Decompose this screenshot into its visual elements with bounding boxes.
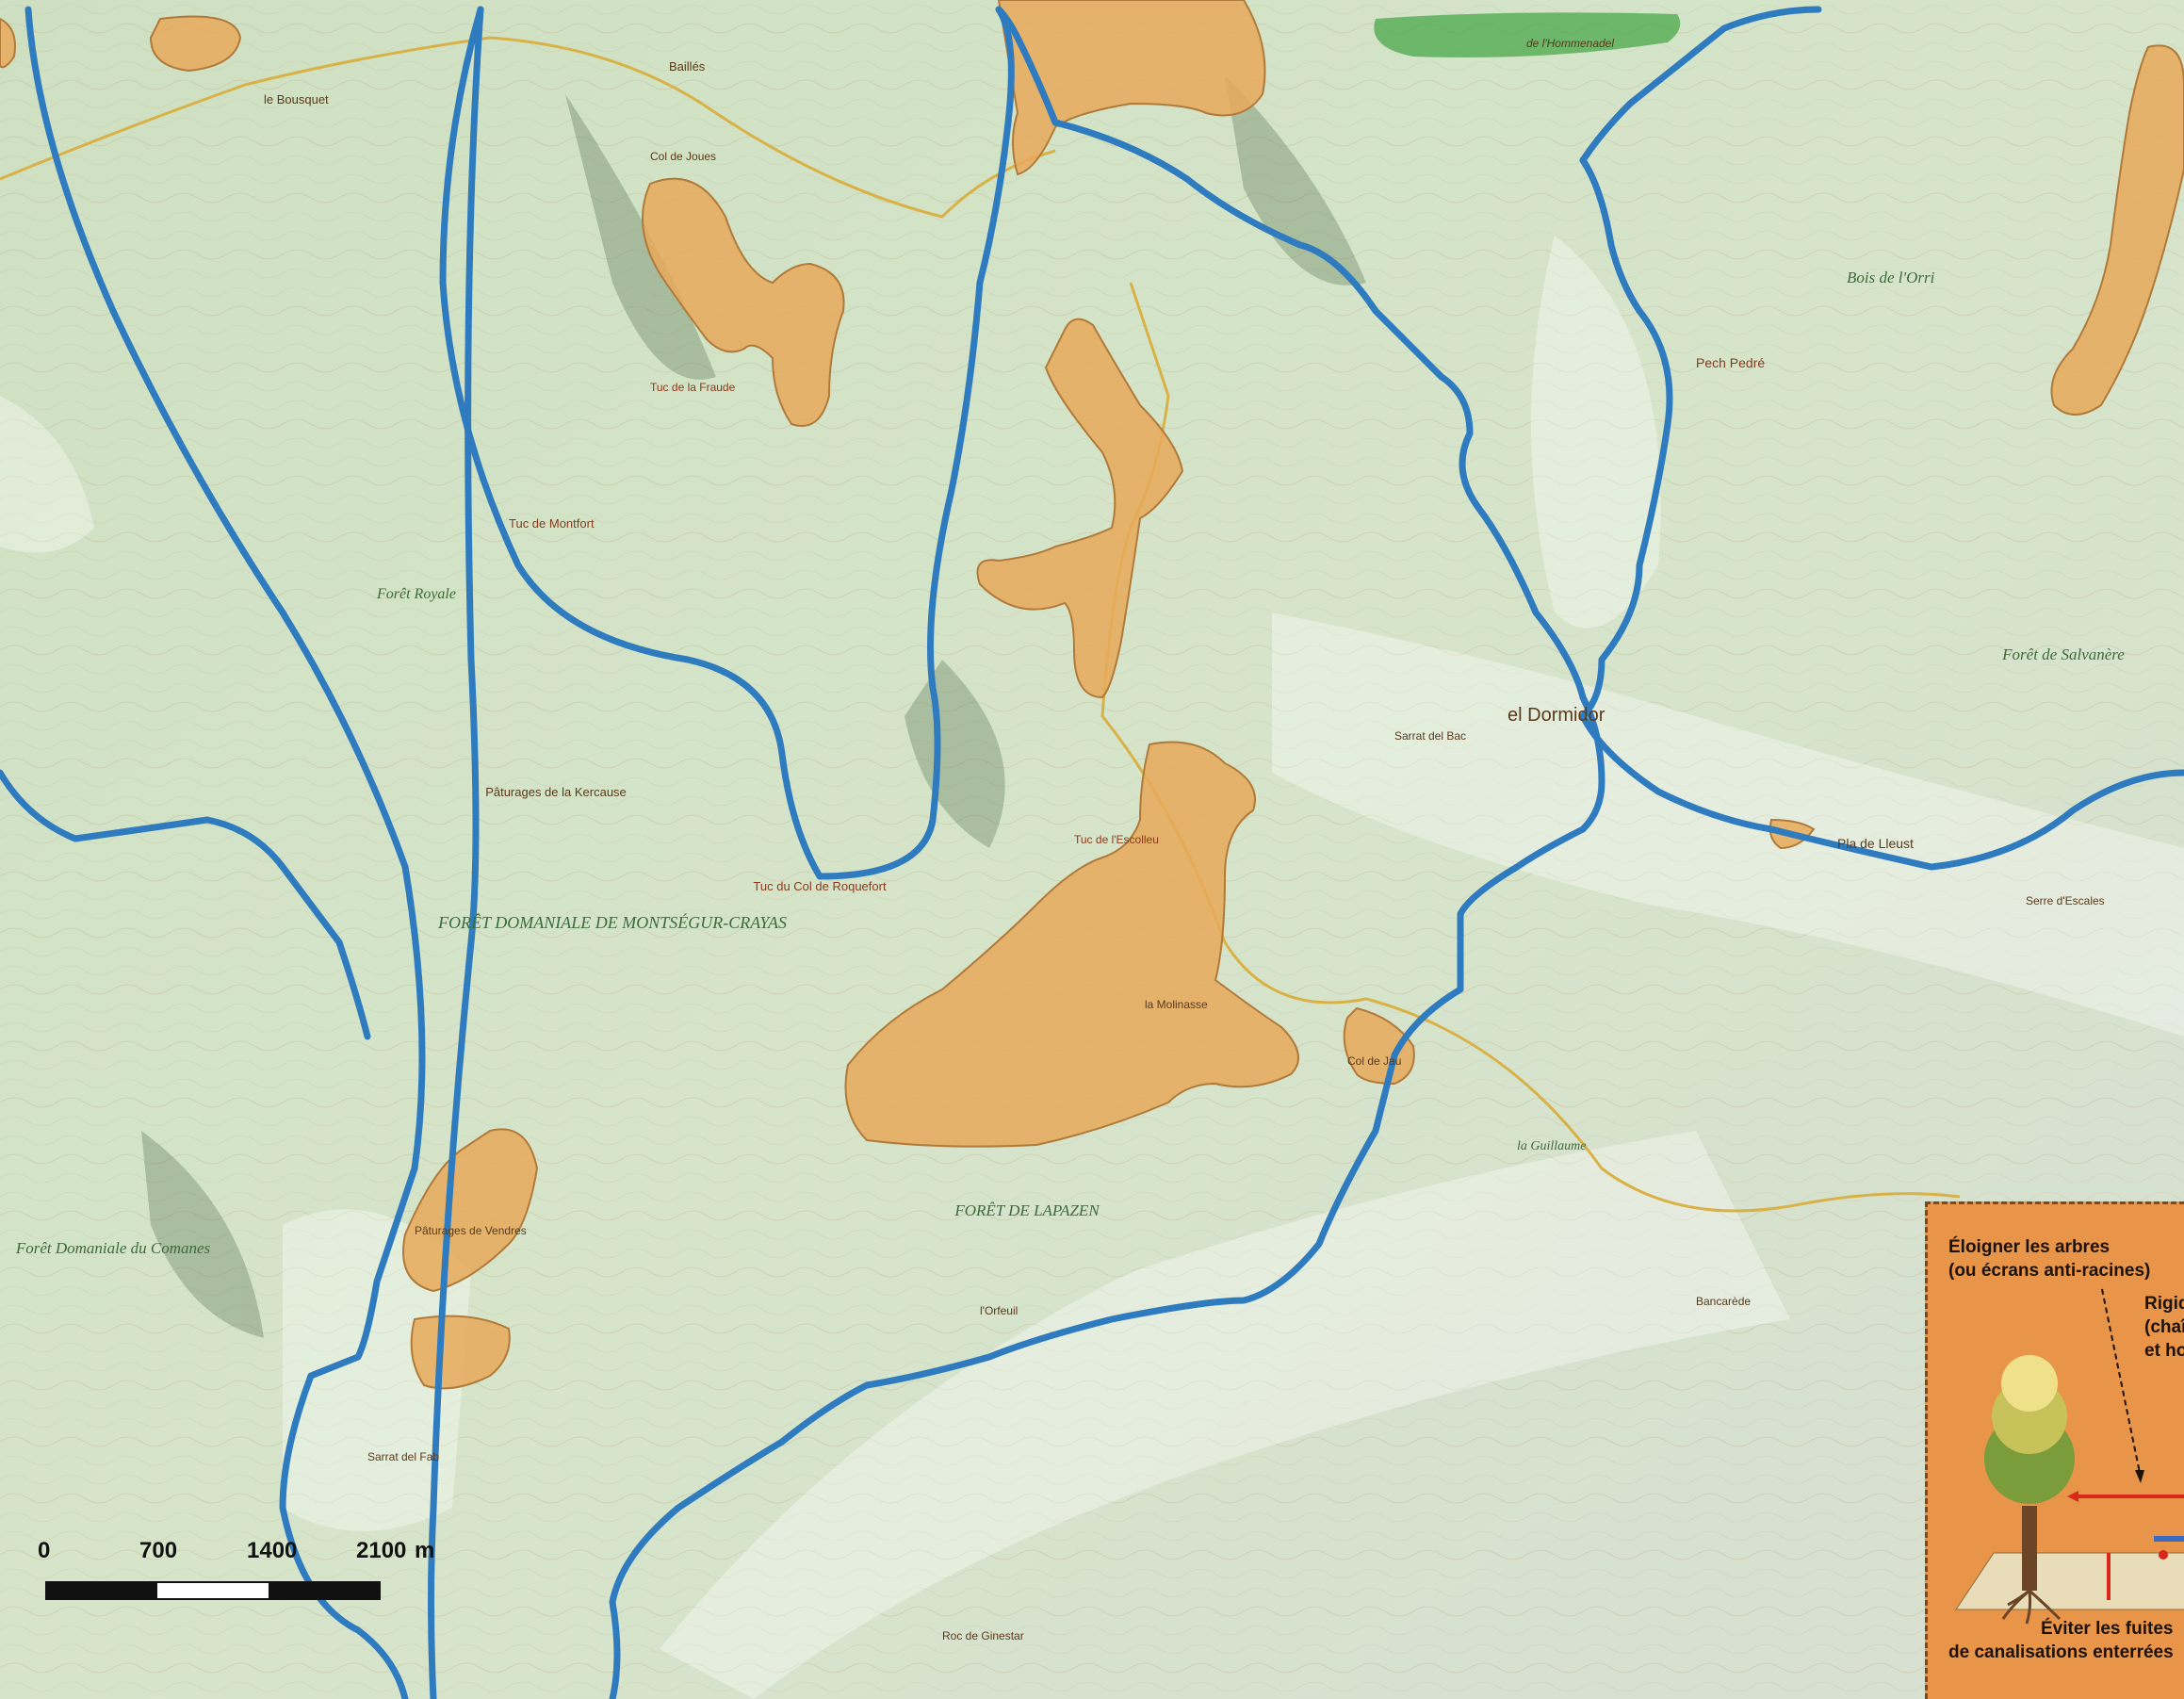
zone-7: [402, 1128, 539, 1293]
label-foret-royale: Forêt Royale: [376, 586, 456, 602]
scale-labels: 0 700 1400 2100 m: [38, 1538, 434, 1566]
label-pla-lleust: Pla de Lleust: [1837, 836, 1914, 851]
label-foret-salvanere: Forêt de Salvanère: [2001, 645, 2125, 663]
label-paturages-vendres: Pâturages de Vendres: [415, 1224, 527, 1237]
zone-2: [642, 177, 845, 427]
label-foret-lapazen: FORÊT DE LAPAZEN: [953, 1201, 1100, 1219]
scale-bar: 0 700 1400 2100 m: [38, 1538, 434, 1604]
label-pech-pedre: Pech Pedré: [1696, 355, 1765, 370]
inset-text-bottom: Éviter les fuites: [2041, 1619, 2174, 1639]
boundary-lines: [0, 6, 2184, 1699]
scale-seg-3: [268, 1583, 379, 1598]
tree-roots: [2001, 1589, 2062, 1625]
label-orfeuil: l'Orfeuil: [980, 1304, 1018, 1317]
scale-tick-1: 700: [139, 1538, 178, 1563]
zone-3: [997, 0, 1266, 176]
inset-text-bottom2: de canalisations enterrées: [1948, 1642, 2174, 1662]
label-le-bousquet: le Bousquet: [264, 92, 329, 106]
label-la-guillaume: la Guillaume: [1517, 1139, 1587, 1153]
label-forest-dom: FORÊT DOMANIALE DE MONTSÉGUR-CRAYAS: [437, 912, 787, 932]
inset-text-right: Rigid: [2144, 1294, 2184, 1314]
label-la-molinasse: la Molinasse: [1145, 998, 1208, 1011]
inset-arrow-line: [2101, 1288, 2141, 1474]
label-serre-escales: Serre d'Escales: [2026, 894, 2105, 907]
inset-text-top: Éloigner les arbres: [1948, 1237, 2111, 1257]
inset-text-top2: (ou écrans anti-racines): [1948, 1261, 2151, 1281]
zones: [0, 0, 2184, 1390]
inset-arrow-head: [2135, 1470, 2144, 1483]
label-paturages-kercause: Pâturages de la Kercause: [485, 785, 627, 799]
map-labels: FORÊT DOMANIALE DE MONTSÉGUR-CRAYAS Forê…: [15, 269, 2125, 1257]
green-zone: [1374, 12, 1681, 58]
label-green-zone: de l'Hommenadel: [1526, 37, 1614, 50]
zone-5: [844, 741, 1299, 1148]
label-col-de-joues: Col de Joues: [650, 150, 716, 163]
zone-10: [2050, 44, 2184, 416]
scale-tick-0: 0: [38, 1538, 51, 1563]
zone-1: [149, 15, 242, 73]
inset-text-right3: et ho: [2144, 1341, 2184, 1361]
label-tuc-montfort: Tuc de Montfort: [509, 516, 595, 531]
scale-seg-2: [157, 1583, 269, 1598]
label-dormidor: el Dormidor: [1508, 705, 1605, 726]
label-tuc-escolleu: Tuc de l'Escolleu: [1074, 833, 1159, 846]
scale-tick-3: 2100: [356, 1538, 407, 1563]
zone-6: [1343, 1006, 1415, 1086]
scale-graphic: [45, 1581, 381, 1600]
leak-marker: [2159, 1550, 2168, 1560]
distance-arrow-head-left: [2067, 1491, 2078, 1502]
label-bancarede: Bancarède: [1696, 1295, 1751, 1308]
relief-shading: [0, 75, 2184, 1699]
zone-11: [0, 17, 16, 69]
scale-seg-1: [47, 1583, 158, 1598]
label-sarrat-bac: Sarrat del Bac: [1394, 729, 1466, 743]
place-labels: el Dormidor Tuc du Col de Roquefort Pech…: [264, 37, 2105, 1642]
label-bois-orri: Bois de l'Orri: [1847, 269, 1935, 286]
label-tuc-fraude: Tuc de la Fraude: [650, 381, 736, 394]
pipe: [2154, 1536, 2184, 1542]
label-roc-ginestar: Roc de Ginestar: [942, 1629, 1024, 1642]
label-bailles: Baillés: [669, 59, 706, 74]
tree-crown-3: [2001, 1355, 2058, 1412]
inset-text-right2: (chaî: [2144, 1317, 2184, 1337]
scale-tick-2: 1400: [247, 1538, 298, 1563]
scale-unit: m: [415, 1538, 435, 1563]
inset-illustration: [1955, 1288, 2184, 1625]
label-tuc-col: Tuc du Col de Roquefort: [753, 879, 887, 893]
label-sarrat-fab: Sarrat del Fab: [367, 1450, 439, 1463]
zone-4: [976, 318, 1184, 699]
ground-slab: [1955, 1552, 2184, 1610]
label-foret-comanes: Forêt Domaniale du Comanes: [15, 1239, 211, 1257]
label-col-de-jau: Col de Jau: [1347, 1054, 1401, 1068]
inset-panel: Éloigner les arbres (ou écrans anti-raci…: [1925, 1201, 2184, 1699]
tree-trunk: [2022, 1506, 2037, 1591]
